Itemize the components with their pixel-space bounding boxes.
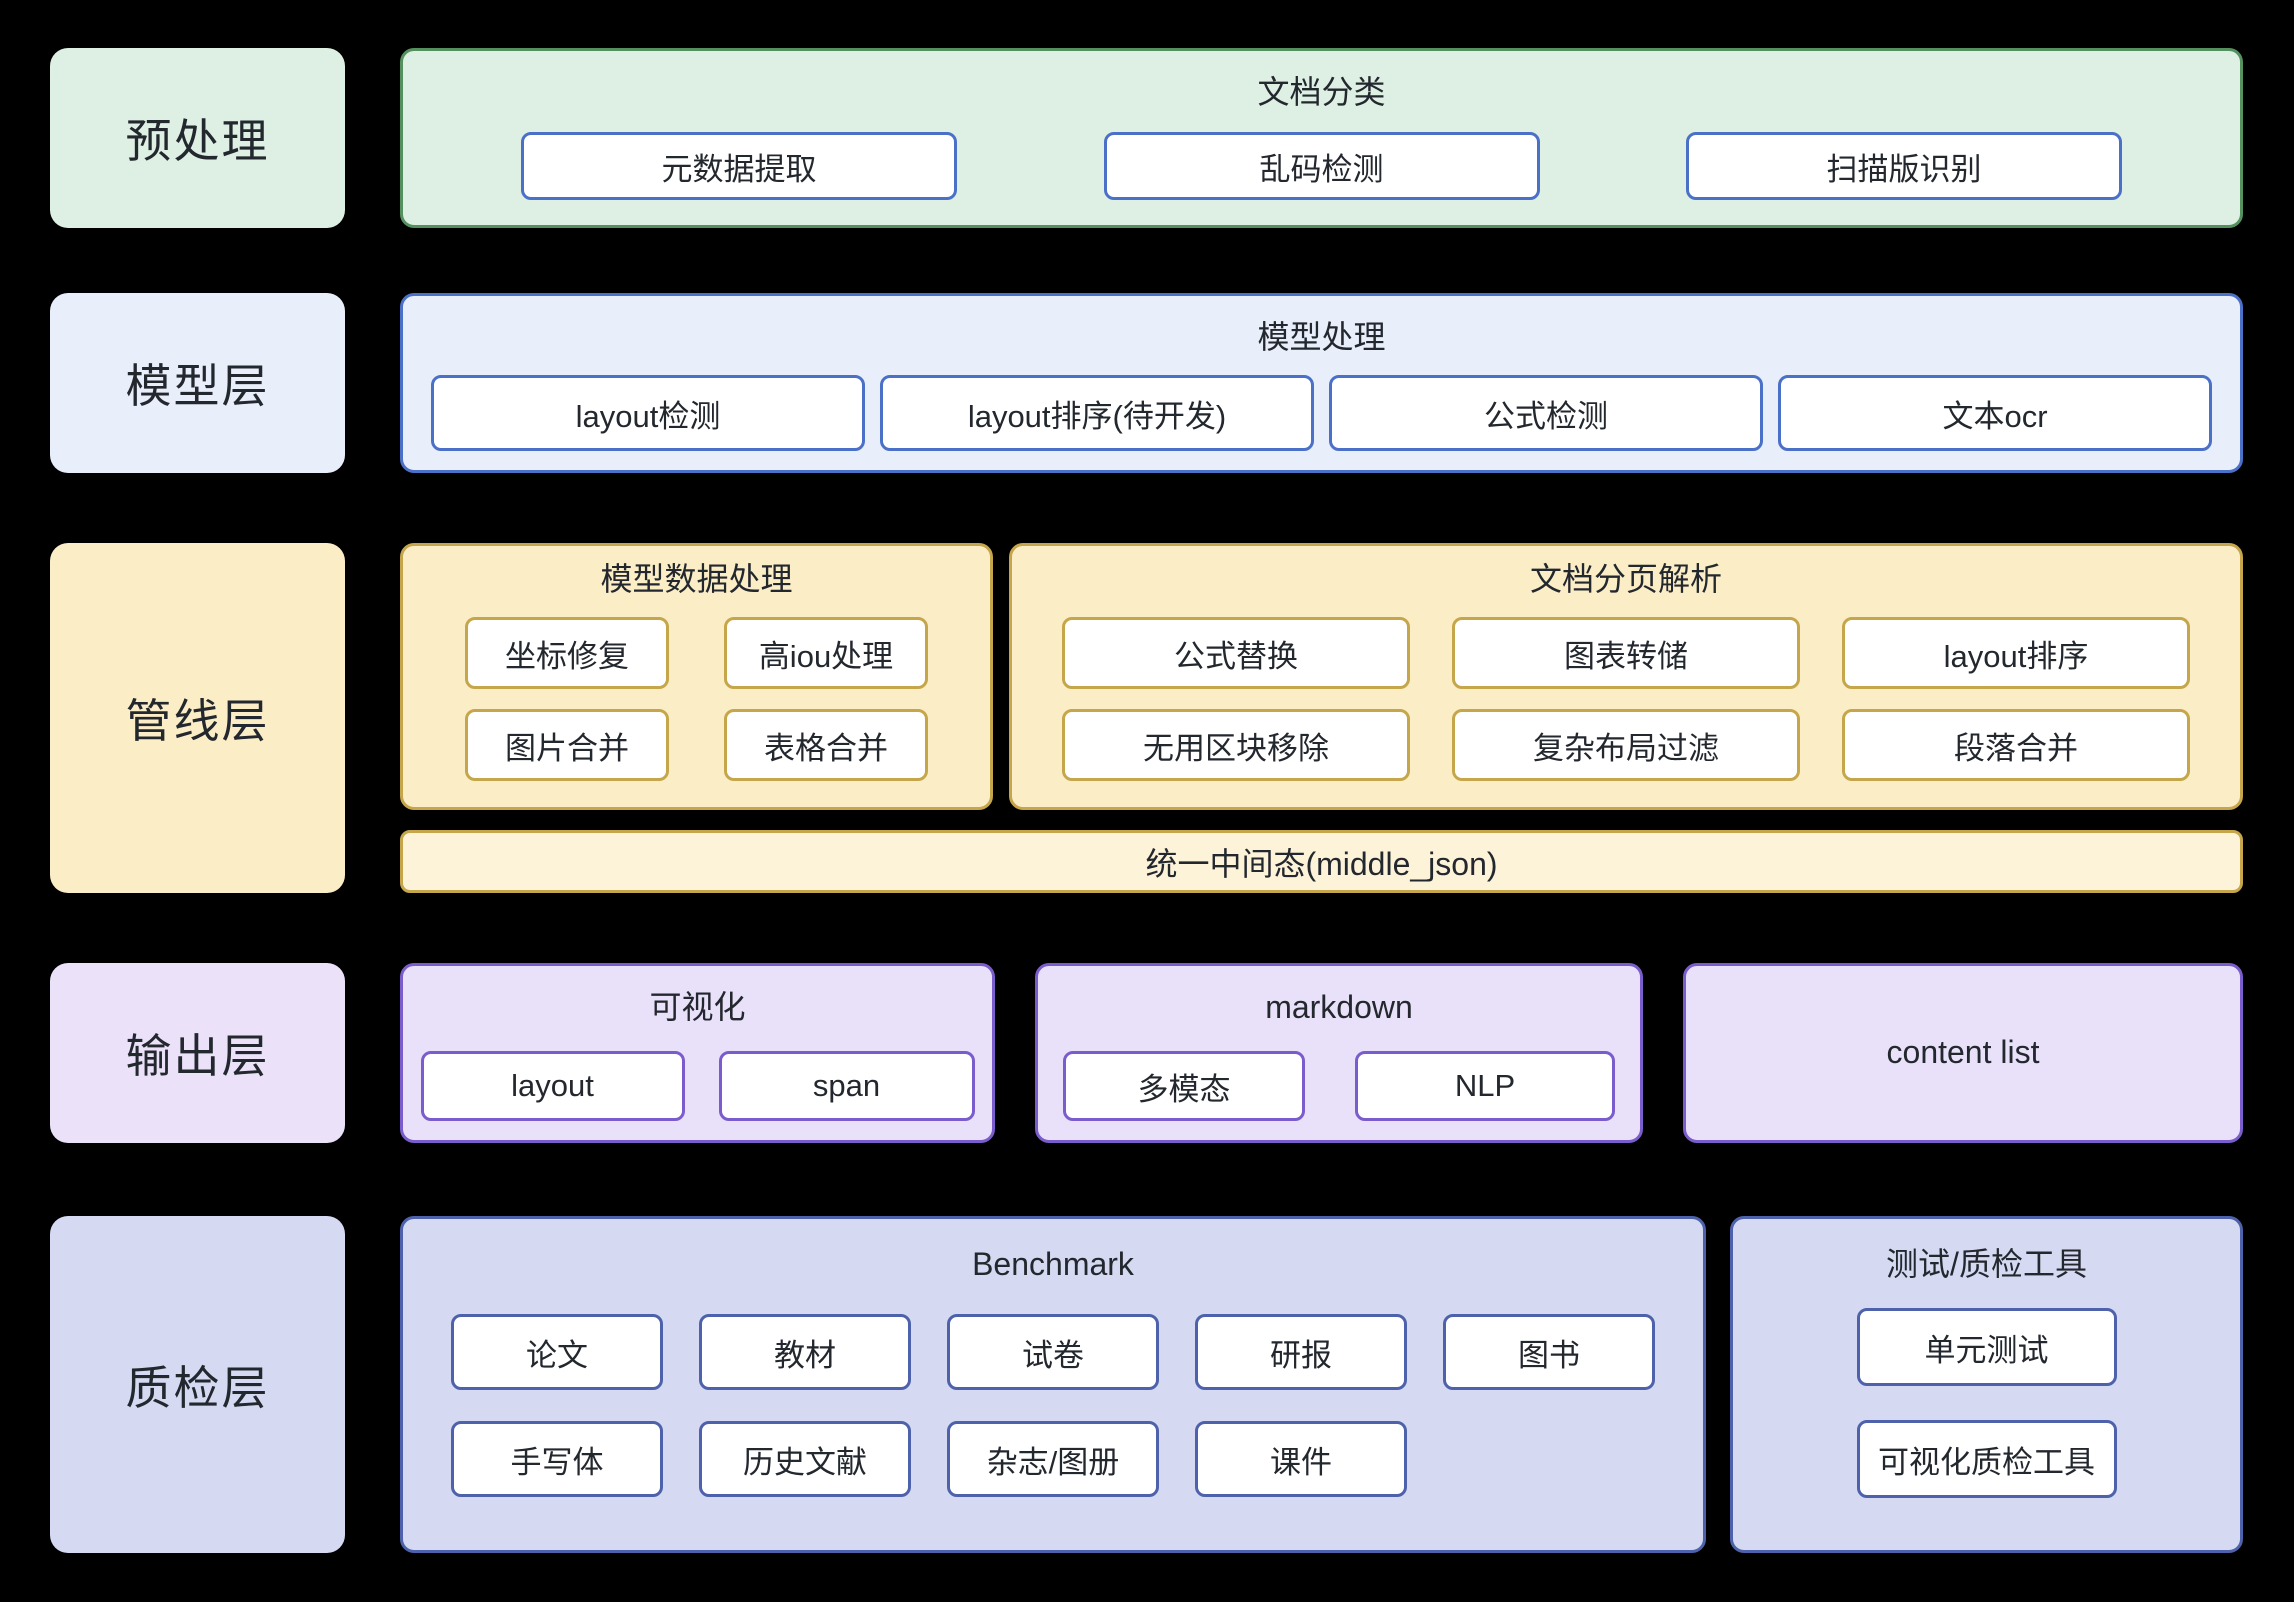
visualization-boxes: layout span: [420, 1051, 975, 1122]
node-layout-sorting-wip: layout排序(待开发): [880, 375, 1314, 452]
group-model-data-processing: 模型数据处理 坐标修复 高iou处理 图片合并 表格合并: [400, 543, 993, 810]
node-metadata-extraction: 元数据提取: [521, 132, 957, 201]
node-chart-dump: 图表转储: [1452, 617, 1800, 690]
group-doc-page-parsing: 文档分页解析 公式替换 图表转储 layout排序 无用区块移除 复杂布局过滤 …: [1009, 543, 2243, 810]
row-model-content: 模型处理 layout检测 layout排序(待开发) 公式检测 文本ocr: [400, 293, 2243, 473]
node-multimodal: 多模态: [1063, 1051, 1305, 1122]
layer-label-preprocess: 预处理: [50, 48, 345, 228]
layer-label-output: 输出层: [50, 963, 345, 1143]
row-output-layer: 输出层 可视化 layout span markdown 多模态 NLP con…: [50, 963, 2243, 1143]
group-markdown: markdown 多模态 NLP: [1035, 963, 1643, 1143]
group-content-list: content list: [1683, 963, 2243, 1143]
node-paragraph-merge: 段落合并: [1842, 709, 2190, 782]
pipeline-groups: 模型数据处理 坐标修复 高iou处理 图片合并 表格合并 文档分页解析 公式替换…: [400, 543, 2243, 810]
row-qa-content: Benchmark 论文 教材 试卷 研报 图书 手写体 历史文献 杂志/图册 …: [400, 1216, 2243, 1553]
node-nlp: NLP: [1355, 1051, 1615, 1122]
node-table-merge: 表格合并: [724, 709, 928, 782]
model-data-processing-boxes: 坐标修复 高iou处理 图片合并 表格合并: [465, 617, 928, 782]
group-visualization: 可视化 layout span: [400, 963, 995, 1143]
doc-page-parsing-boxes: 公式替换 图表转储 layout排序 无用区块移除 复杂布局过滤 段落合并: [1062, 617, 2190, 782]
node-formula-detection: 公式检测: [1329, 375, 1763, 452]
node-image-merge: 图片合并: [465, 709, 669, 782]
row-preprocess-content: 文档分类 元数据提取 乱码检测 扫描版识别: [400, 48, 2243, 228]
node-historical-literature: 历史文献: [699, 1421, 911, 1498]
group-visualization-title: 可视化: [649, 989, 746, 1025]
row-qa-layer: 质检层 Benchmark 论文 教材 试卷 研报 图书 手写体 历史文献 杂志…: [50, 1216, 2243, 1553]
node-scanned-doc-recognition: 扫描版识别: [1686, 132, 2122, 201]
node-span: span: [718, 1051, 975, 1122]
node-useless-block-removal: 无用区块移除: [1062, 709, 1410, 782]
group-model-data-processing-title: 模型数据处理: [600, 561, 793, 597]
node-text-ocr: 文本ocr: [1778, 375, 2212, 452]
node-garbled-text-detection: 乱码检测: [1103, 132, 1540, 201]
group-doc-page-parsing-title: 文档分页解析: [1529, 561, 1722, 597]
node-handwriting: 手写体: [451, 1421, 663, 1498]
group-test-qa-tools: 测试/质检工具 单元测试 可视化质检工具: [1730, 1216, 2243, 1553]
row-output-content: 可视化 layout span markdown 多模态 NLP content…: [400, 963, 2243, 1143]
node-book: 图书: [1443, 1314, 1655, 1391]
group-doc-classification-title: 文档分类: [1257, 74, 1386, 110]
group-doc-classification: 文档分类 元数据提取 乱码检测 扫描版识别: [400, 48, 2243, 228]
model-processing-boxes: layout检测 layout排序(待开发) 公式检测 文本ocr: [403, 375, 2240, 452]
doc-classification-boxes: 元数据提取 乱码检测 扫描版识别: [403, 132, 2240, 201]
row-pipeline-layer: 管线层 模型数据处理 坐标修复 高iou处理 图片合并 表格合并 文档分页解析 …: [50, 543, 2243, 893]
node-thesis: 论文: [451, 1314, 663, 1391]
row-model-layer: 模型层 模型处理 layout检测 layout排序(待开发) 公式检测 文本o…: [50, 293, 2243, 473]
benchmark-boxes: 论文 教材 试卷 研报 图书 手写体 历史文献 杂志/图册 课件: [451, 1314, 1655, 1498]
node-courseware: 课件: [1195, 1421, 1407, 1498]
group-markdown-title: markdown: [1265, 989, 1413, 1025]
node-formula-replacement: 公式替换: [1062, 617, 1410, 690]
layer-label-model: 模型层: [50, 293, 345, 473]
markdown-boxes: 多模态 NLP: [1063, 1051, 1615, 1122]
bar-unified-middle-json: 统一中间态(middle_json): [400, 830, 2243, 893]
layer-label-qa: 质检层: [50, 1216, 345, 1553]
node-research-report: 研报: [1195, 1314, 1407, 1391]
group-model-processing-title: 模型处理: [1257, 319, 1386, 355]
node-high-iou-processing: 高iou处理: [724, 617, 928, 690]
node-unit-test: 单元测试: [1856, 1308, 2117, 1387]
node-magazine-album: 杂志/图册: [947, 1421, 1159, 1498]
layer-label-pipeline: 管线层: [50, 543, 345, 893]
node-layout-detection: layout检测: [431, 375, 865, 452]
node-complex-layout-filter: 复杂布局过滤: [1452, 709, 1800, 782]
group-test-qa-tools-title: 测试/质检工具: [1886, 1246, 2087, 1282]
node-textbook: 教材: [699, 1314, 911, 1391]
group-content-list-title: content list: [1886, 1034, 2040, 1071]
node-visual-qa-tool: 可视化质检工具: [1856, 1420, 2117, 1499]
test-qa-tools-boxes: 单元测试 可视化质检工具: [1856, 1308, 2117, 1499]
group-benchmark: Benchmark 论文 教材 试卷 研报 图书 手写体 历史文献 杂志/图册 …: [400, 1216, 1706, 1553]
row-pipeline-content: 模型数据处理 坐标修复 高iou处理 图片合并 表格合并 文档分页解析 公式替换…: [400, 543, 2243, 893]
node-coordinate-fix: 坐标修复: [465, 617, 669, 690]
group-model-processing: 模型处理 layout检测 layout排序(待开发) 公式检测 文本ocr: [400, 293, 2243, 473]
node-layout-sorting: layout排序: [1842, 617, 2190, 690]
node-exam-paper: 试卷: [947, 1314, 1159, 1391]
row-preprocess: 预处理 文档分类 元数据提取 乱码检测 扫描版识别: [50, 48, 2243, 228]
group-benchmark-title: Benchmark: [972, 1246, 1134, 1282]
node-layout: layout: [420, 1051, 685, 1122]
